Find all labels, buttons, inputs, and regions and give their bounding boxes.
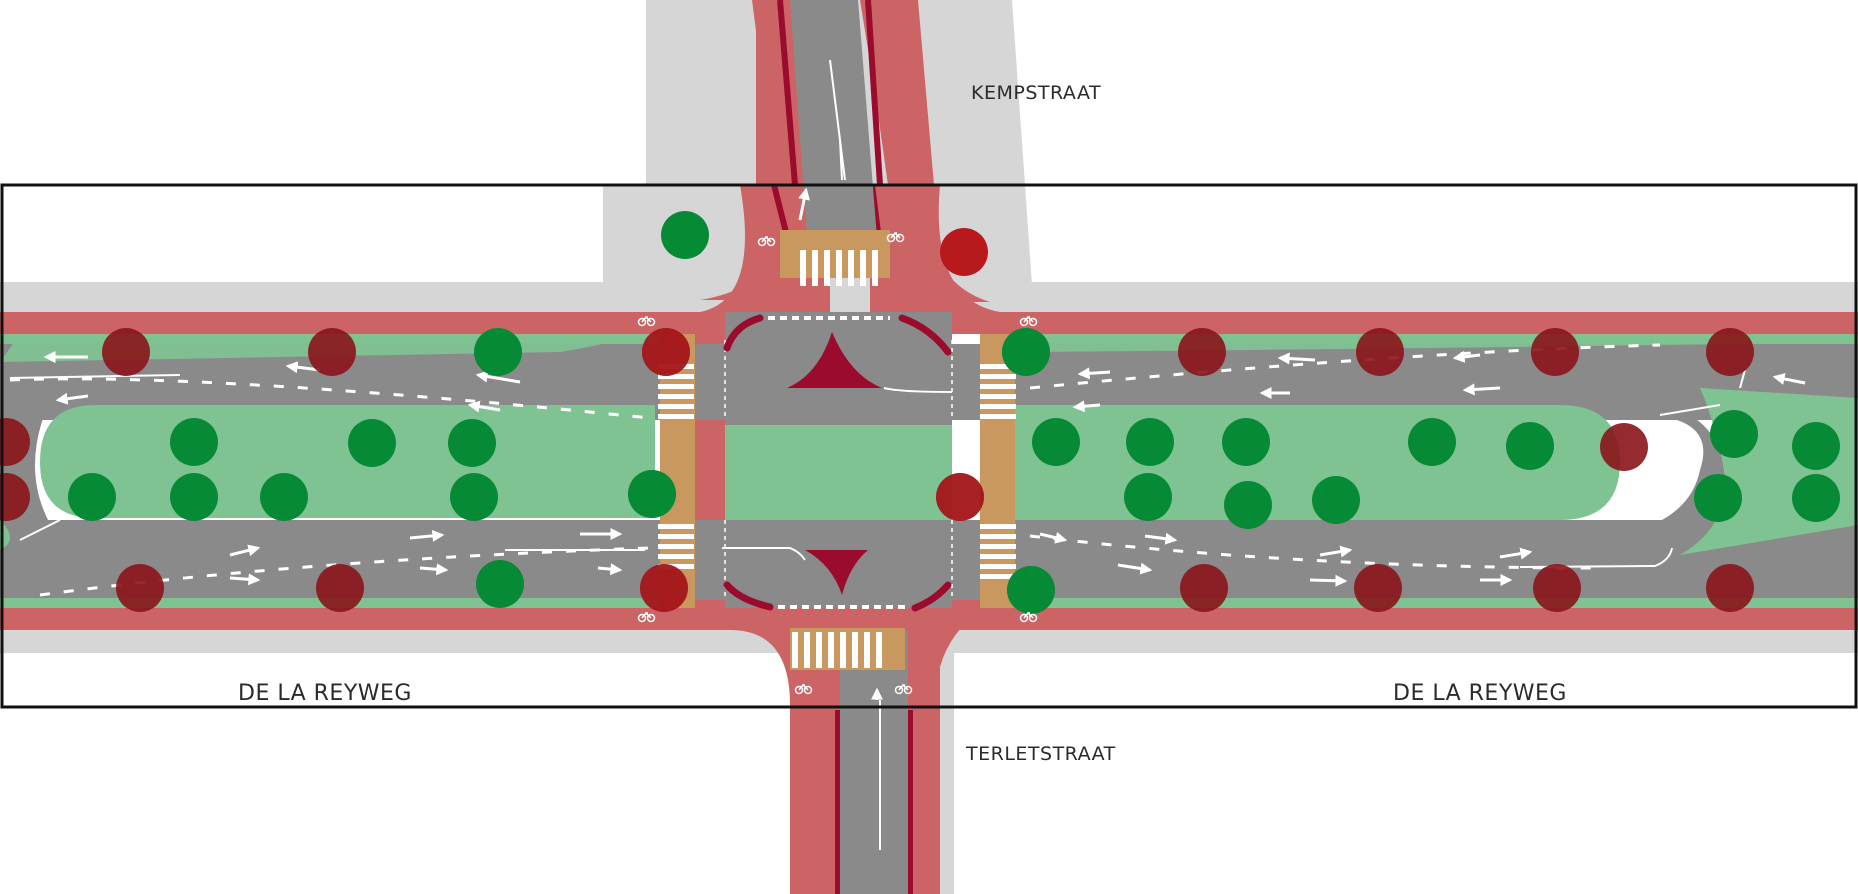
solid-lane-lines [9,59,1746,850]
bicycle-icons [637,231,1038,695]
zebra-crossings [658,250,1016,668]
crossing-surfaces [660,230,1015,670]
project-boundary-frame [0,183,1858,709]
trees [0,211,1840,614]
street-label-de-la-reyweg-east: DE LA REYWEG [1393,681,1567,706]
street-label-terletstraat: TERLETSTRAAT [966,743,1116,765]
street-label-kempstraat: KEMPSTRAAT [971,82,1102,104]
lane-arrows [43,187,1806,700]
street-label-de-la-reyweg-west: DE LA REYWEG [238,681,412,706]
junction-markings [722,314,953,612]
